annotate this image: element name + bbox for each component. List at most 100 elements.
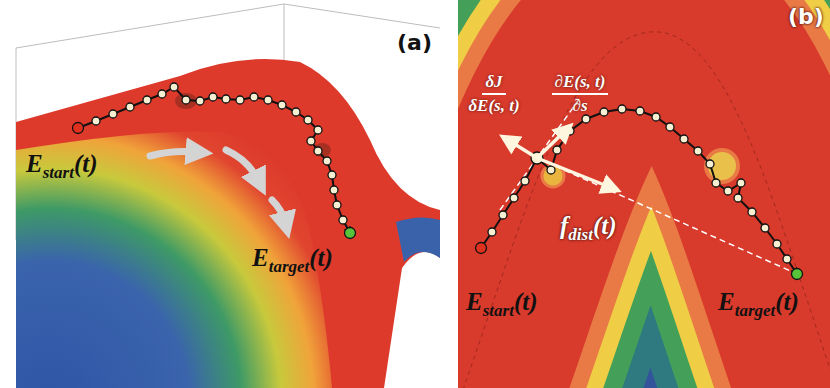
gradient-arrow bbox=[508, 140, 537, 158]
label-group: (a) bbox=[397, 30, 432, 55]
subscript: dist bbox=[568, 225, 593, 244]
surface-slope bbox=[16, 131, 332, 388]
path-point bbox=[307, 137, 315, 145]
path-point bbox=[737, 179, 745, 187]
tangent-arrow bbox=[537, 130, 566, 158]
path-point bbox=[143, 96, 151, 104]
trajectory-line bbox=[481, 109, 797, 274]
contour-map bbox=[458, 0, 830, 388]
path-point bbox=[773, 240, 781, 248]
symbol-label: (t) bbox=[74, 150, 98, 177]
symbol-label: E bbox=[252, 244, 269, 271]
symbol-label: (t) bbox=[593, 212, 617, 239]
path-point bbox=[706, 160, 714, 168]
subscript: target bbox=[269, 257, 310, 276]
path-point bbox=[250, 93, 258, 101]
contour-band bbox=[458, 32, 830, 388]
bump bbox=[706, 150, 738, 182]
subscript: target bbox=[735, 301, 776, 320]
contour-line bbox=[458, 32, 830, 388]
path-point bbox=[109, 110, 117, 118]
flow-arrow bbox=[150, 152, 196, 157]
flow-arrow bbox=[272, 200, 285, 222]
symbol-label: f bbox=[560, 212, 568, 239]
path-point bbox=[158, 90, 166, 98]
path-point bbox=[499, 211, 507, 219]
start-point bbox=[476, 243, 487, 254]
fraction-denominator: ∂s bbox=[569, 95, 590, 116]
path-point bbox=[304, 116, 312, 124]
fraction-numerator: ∂E(s, t) bbox=[552, 72, 609, 95]
contour-band bbox=[458, 32, 830, 388]
label-group: Etarget(t) bbox=[252, 244, 333, 277]
path-point bbox=[652, 113, 660, 121]
label-group: Estart(t) bbox=[466, 288, 537, 321]
fraction: ∂E(s, t)∂s bbox=[552, 72, 609, 116]
contour-band bbox=[458, 32, 830, 388]
path-point bbox=[292, 108, 300, 116]
label-group: Estart(t) bbox=[26, 150, 97, 183]
contour-band bbox=[458, 32, 830, 388]
path-point bbox=[680, 135, 688, 143]
box-edge bbox=[16, 4, 440, 48]
path-point bbox=[330, 186, 338, 194]
path-point bbox=[314, 126, 322, 134]
box-edge bbox=[284, 4, 285, 60]
path-point bbox=[636, 107, 644, 115]
target-direction bbox=[537, 158, 795, 273]
contour-band bbox=[458, 32, 830, 388]
path-point bbox=[222, 95, 230, 103]
path-point bbox=[724, 187, 732, 195]
path-point bbox=[600, 108, 608, 116]
path-point bbox=[510, 194, 518, 202]
path-point bbox=[748, 208, 756, 216]
path-point bbox=[126, 103, 134, 111]
path-point bbox=[566, 127, 574, 135]
path-point bbox=[694, 147, 702, 155]
flow-arrow bbox=[226, 150, 258, 180]
path-point bbox=[182, 96, 190, 104]
symbol-label: (t) bbox=[775, 288, 799, 315]
path-a bbox=[73, 83, 356, 239]
symbol-label: E bbox=[718, 288, 735, 315]
symbol-label: E bbox=[466, 288, 483, 315]
path-point bbox=[196, 97, 204, 105]
symbol-label: (t) bbox=[309, 244, 333, 271]
subscript: start bbox=[483, 301, 514, 320]
path-point bbox=[734, 194, 742, 202]
fraction: δJδE(s, t) bbox=[465, 72, 522, 116]
path-point bbox=[314, 147, 322, 155]
path-point bbox=[92, 117, 100, 125]
target-point bbox=[345, 228, 356, 239]
symbol-label: (b) bbox=[788, 4, 824, 29]
path-b bbox=[476, 105, 803, 280]
path-point bbox=[521, 177, 529, 185]
fraction-denominator: δE(s, t) bbox=[465, 95, 522, 116]
path-point bbox=[170, 83, 178, 91]
path-point bbox=[783, 255, 791, 263]
path-point bbox=[761, 224, 769, 232]
distance-arrow bbox=[537, 158, 612, 188]
path-point bbox=[618, 105, 626, 113]
label-group: fdist(t) bbox=[560, 212, 617, 245]
target-point bbox=[792, 269, 803, 280]
label-group: (b) bbox=[788, 4, 824, 29]
path-point bbox=[488, 228, 496, 236]
path-point bbox=[333, 201, 341, 209]
start-point bbox=[73, 123, 84, 134]
trajectory-line bbox=[78, 87, 350, 233]
surface bbox=[16, 59, 440, 388]
surface-drop bbox=[396, 217, 440, 262]
symbol-label: (t) bbox=[514, 288, 538, 315]
path-point bbox=[209, 93, 217, 101]
symbol-label: E bbox=[26, 150, 43, 177]
symbol-label: (a) bbox=[397, 30, 432, 55]
path-point bbox=[278, 101, 286, 109]
subscript: start bbox=[43, 163, 74, 182]
path-point bbox=[547, 166, 555, 174]
path-point bbox=[264, 96, 272, 104]
path-point bbox=[323, 157, 331, 165]
path-point bbox=[712, 179, 720, 187]
